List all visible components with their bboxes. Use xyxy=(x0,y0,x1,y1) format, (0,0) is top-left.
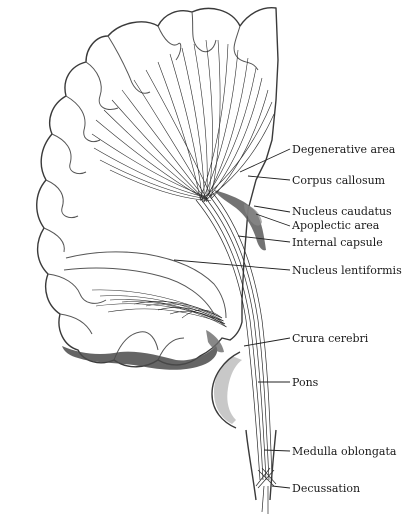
radiating-fibre xyxy=(182,48,204,201)
radiating-fibre xyxy=(110,170,211,201)
label-decussation: Decussation xyxy=(292,482,360,495)
temporal-fibre xyxy=(96,304,224,321)
label-internal-capsule: Internal capsule xyxy=(292,236,383,249)
anatomical-labels: Degenerative area Corpus callosum Nucleu… xyxy=(291,143,402,495)
label-nucleus-caudatus: Nucleus caudatus xyxy=(292,205,392,218)
cortical-folds xyxy=(44,12,258,360)
temporal-fibre xyxy=(134,301,222,318)
label-nucleus-lentiformis: Nucleus lentiformis xyxy=(292,264,402,277)
crura-notch xyxy=(206,330,224,352)
label-medulla-oblongata: Medulla oblongata xyxy=(292,445,397,458)
label-degenerative-area: Degenerative area xyxy=(292,143,396,156)
label-apoplectic-area: Apoplectic area xyxy=(291,219,380,232)
radiating-fibre xyxy=(112,100,204,199)
label-crura-cerebri: Crura cerebri xyxy=(292,332,369,345)
radiating-fibre xyxy=(194,44,207,202)
radiating-fibre xyxy=(200,102,272,201)
label-pons: Pons xyxy=(292,376,319,389)
corona-radiata-fibres xyxy=(92,40,274,202)
label-corpus-callosum: Corpus callosum xyxy=(292,174,386,187)
lateral-fissure xyxy=(66,252,226,318)
cerebral-hemisphere-outline xyxy=(37,8,278,367)
temporal-radiation-fibres xyxy=(92,290,227,327)
radiating-fibre xyxy=(207,68,256,196)
radiating-fibre xyxy=(146,70,211,196)
radiating-fibre xyxy=(158,62,200,198)
